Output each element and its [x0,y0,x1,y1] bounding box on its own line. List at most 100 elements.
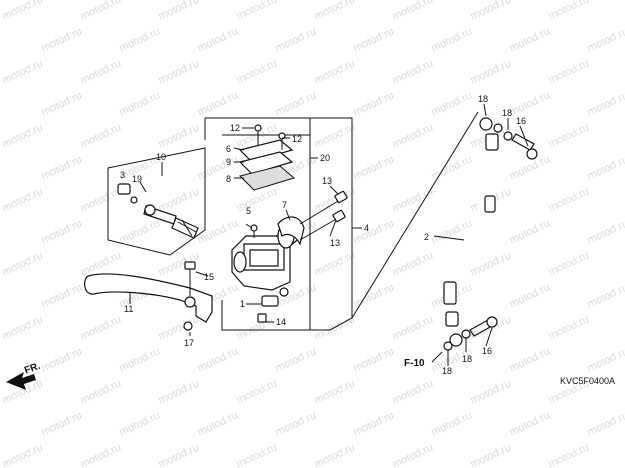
watermark-text: motod.ru [586,217,625,246]
watermark-text: motod.ru [196,89,240,118]
watermark-text: motod.ru [352,345,396,374]
arrow-icon [6,372,36,390]
callout-13-lower: 13 [330,238,340,248]
watermark-text: motod.ru [547,121,591,150]
watermark-text: motod.ru [508,217,552,246]
watermark-text: motod.ru [235,57,279,86]
watermark-text: motod.ru [352,153,396,182]
watermark-text: motod.ru [469,441,513,468]
watermark-text: motod.ru [79,121,123,150]
watermark-text: motod.ru [79,377,123,406]
callout-10: 10 [156,152,166,162]
watermark-text: motod.ru [157,441,201,468]
watermark-text: motod.ru [391,0,435,23]
callout-20: 20 [320,153,330,163]
watermark-text: motod.ru [430,25,474,54]
diagram-code: KVC5F0400A [560,376,615,386]
watermark-text: motod.ru [1,313,45,342]
watermark-text: motod.ru [235,185,279,214]
watermark-text: motod.ru [547,57,591,86]
watermark-text: motod.ru [313,441,357,468]
front-direction-arrow: FR. [6,361,42,390]
holder-and-bolts [250,190,348,323]
watermark-text: motod.ru [469,377,513,406]
watermark-text: motod.ru [547,441,591,468]
callout-18-bottom-right: 18 [462,354,472,364]
watermark-text: motod.ru [313,185,357,214]
callout-16-top: 16 [516,116,526,126]
reference-label: F-10 [404,358,425,369]
watermark-text: motod.ru [508,25,552,54]
callout-16-bottom: 16 [482,346,492,356]
watermark-text: motod.ru [196,153,240,182]
watermark-text: motod.ru [352,281,396,310]
watermark-text: motod.ru [40,217,84,246]
watermark-text: motod.ru [586,89,625,118]
watermark-text: motod.ru [40,281,84,310]
watermark-text: motod.ru [196,25,240,54]
watermark-text: motod.ru [235,0,279,23]
callout-6: 6 [226,144,231,154]
watermark-text: motod.ru [313,0,357,23]
direction-label: FR. [23,361,42,377]
watermark-text: motod.ru [1,0,45,23]
watermark-text: motod.ru [391,185,435,214]
watermark-text: motod.ru [235,441,279,468]
watermark-text: motod.ru [508,345,552,374]
watermark-text: motod.ru [391,121,435,150]
callout-13-upper: 13 [322,176,332,186]
watermark-text: motod.ru [586,153,625,182]
watermark-text: motod.ru [40,409,84,438]
watermark-text: motod.ru [79,57,123,86]
watermark-text: motod.ru [1,441,45,468]
watermark-text: motod.ru [313,121,357,150]
leader-lines [129,103,529,366]
watermark-text: motod.ru [1,57,45,86]
watermark-text: motod.ru [79,0,123,23]
watermark-text: motod.ru [430,153,474,182]
watermark-text: motod.ru [1,185,45,214]
watermark-text: motod.ru [391,377,435,406]
watermark-text: motod.ru [313,377,357,406]
watermark-text: motod.ru [586,281,625,310]
callout-4: 4 [364,223,369,233]
callout-18-top-right: 18 [502,108,512,118]
watermark-text: motod.ru [391,249,435,278]
watermark-text: motod.ru [40,153,84,182]
watermark-text: motod.ru [469,249,513,278]
watermark-text: motod.ru [157,185,201,214]
watermark-text: motod.ru [79,185,123,214]
callout-19: 19 [132,174,142,184]
watermark-text: motod.ru [313,57,357,86]
watermark-text: motod.ru [1,249,45,278]
watermark-text: motod.ru [508,89,552,118]
watermark-text: motod.ru [40,25,84,54]
watermark-text: motod.ru [547,0,591,23]
watermark-text: motod.ru [40,89,84,118]
callout-18-bottom-left: 18 [442,366,452,376]
watermark-text: motod.ru [352,89,396,118]
watermark-text: motod.ru [79,441,123,468]
callout-3: 3 [120,170,125,180]
callout-12-left: 12 [230,123,240,133]
brake-lever [84,261,213,331]
watermark-text: motod.ru [118,345,162,374]
watermark-text: motod.ru [196,345,240,374]
watermark-text: motod.ru [118,25,162,54]
callout-11: 11 [124,304,133,314]
watermark-text: motod.ru [274,25,318,54]
watermark-text: motod.ru [508,281,552,310]
watermark-text: motod.ru [352,409,396,438]
watermark-text: motod.ru [118,217,162,246]
watermark-text: motod.ru [274,345,318,374]
watermark-text: motod.ru [508,409,552,438]
watermark-text: motod.ru [469,57,513,86]
watermark-text: motod.ru [391,313,435,342]
watermark-text: motod.ru [391,57,435,86]
callout-labels: 10 3 19 11 15 17 12 12 6 9 8 20 7 5 1 14… [120,94,526,376]
watermark-text: motod.ru [235,377,279,406]
watermark-text: motod.ru [157,57,201,86]
watermark-text: motod.ru [157,377,201,406]
watermark-text: motod.ru [157,313,201,342]
assembly-outline-20 [204,117,353,331]
